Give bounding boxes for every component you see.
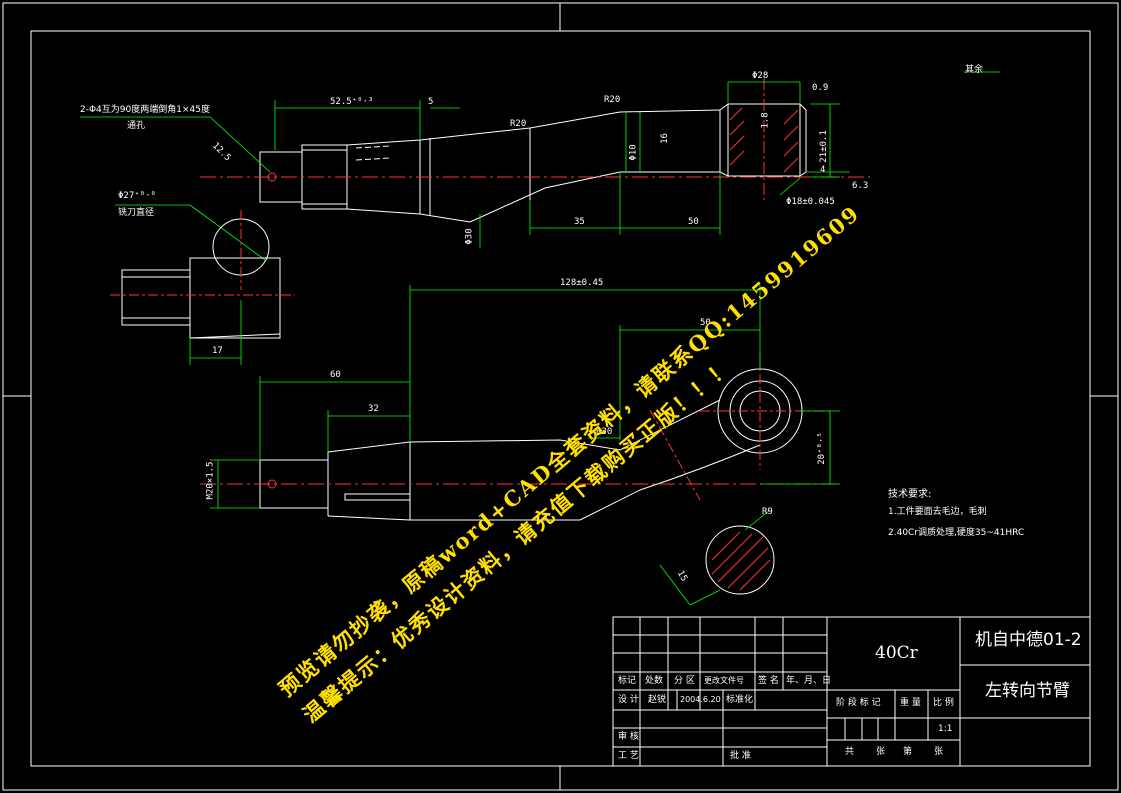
section-circle (705, 525, 775, 595)
dim-21: 21±0.1 (818, 130, 829, 163)
boss-hatching (729, 107, 799, 173)
dim-r9: R9 (762, 507, 773, 517)
dim-16: 16 (659, 133, 670, 144)
material: 40Cr (875, 643, 918, 663)
row-label-1: 处数 (645, 676, 664, 686)
dim-6-3: 6.3 (852, 181, 869, 191)
top-view (259, 103, 807, 223)
tech-req-2: 2.40Cr调质处理,硬度35~41HRC (888, 528, 1025, 538)
dim-phi27: Φ27⁺⁰·⁰ (118, 191, 156, 201)
drawing-number: 机自中德01-2 (975, 630, 1082, 650)
sheet-no-label: 第 (903, 747, 913, 757)
dim-35: 35 (574, 217, 585, 227)
date: 2004.6.20 (680, 695, 721, 704)
standard-label: 标准化 (726, 695, 754, 705)
row-label-0: 标记 (618, 676, 637, 686)
dim-32: 32 (368, 404, 379, 414)
dim-m20: M20×1.5 (205, 461, 216, 500)
dim-50-top: 50 (688, 217, 699, 227)
sheets-label: 张 (876, 747, 886, 757)
stage-mark-label: 阶 段 标 记 (836, 698, 881, 708)
tech-title: 技术要求: (888, 489, 932, 500)
scale-value: 1:1 (938, 724, 953, 734)
title-block (612, 616, 1091, 767)
bottom-dimensions (210, 285, 840, 606)
dim-r30: R30 (596, 427, 613, 437)
dim-17: 17 (212, 346, 223, 356)
row-label-4: 签 名 (758, 676, 779, 686)
dim-4: 4 (820, 165, 826, 175)
process-label: 工 艺 (618, 751, 639, 761)
top-note: 2-Φ4互为90度两端倒角1×45度 (80, 105, 210, 115)
weight-label: 重 量 (900, 698, 921, 708)
total-label: 共 (845, 747, 855, 757)
dim-52: 52.5⁺⁰·³ (330, 97, 374, 107)
dim-phi18: Φ18±0.045 (786, 197, 835, 207)
review-label: 审 核 (618, 732, 639, 742)
row-label-5: 年、月、日 (786, 676, 832, 686)
dim-1-8: 1.8 (760, 112, 771, 129)
top-dimensions (80, 71, 1000, 261)
row-label-3: 更改文件号 (704, 676, 744, 685)
surface-note: 其余 (965, 65, 984, 75)
design-label: 设 计 (618, 695, 639, 705)
dim-phi30: Φ30 (464, 228, 475, 245)
part-name: 左转向节臂 (985, 681, 1070, 701)
dim-20: 20⁺⁰·⁵ (816, 432, 827, 465)
dim-128: 128±0.45 (560, 278, 604, 288)
section-detail (121, 218, 281, 339)
tech-req-1: 1.工件要面去毛边，毛刺 (888, 507, 987, 517)
dim-phi10: Φ10 (628, 144, 639, 161)
row-label-2: 分 区 (674, 676, 695, 686)
dim-phi27-note: 铣刀直径 (118, 208, 155, 218)
dim-phi28: Φ28 (752, 71, 769, 81)
dim-r20-top-2: R20 (604, 95, 621, 105)
dim-60: 60 (330, 370, 341, 380)
designer: 赵锐 (648, 695, 667, 705)
top-note-2: 通孔 (127, 121, 146, 131)
dim-5: 5 (428, 97, 434, 107)
dim-0-9: 0.9 (812, 83, 829, 93)
dim-50-mid: 50 (700, 318, 711, 328)
sheet-of-label: 张 (934, 747, 944, 757)
approve-label: 批 准 (730, 751, 751, 761)
dim-r20-top: R20 (510, 119, 527, 129)
inner-frame (30, 30, 1091, 767)
scale-label: 比 例 (933, 698, 954, 708)
